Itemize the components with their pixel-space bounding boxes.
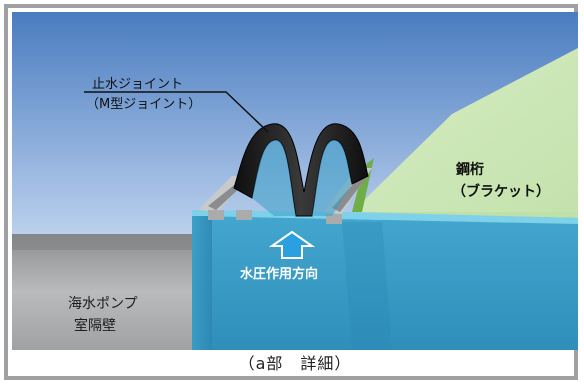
joint-leader-line [84, 91, 269, 133]
figure-caption: （a部 詳細） [238, 354, 352, 373]
partition-wall-top [12, 234, 192, 250]
joint-inner-left [252, 140, 296, 216]
detail-illustration: 止水ジョイント （M型ジョイント） 鋼桁 （ブラケット） 水圧作用方向 海水ポン… [12, 12, 578, 350]
partition-wall [12, 234, 192, 350]
wall-label-line2: 室隔壁 [74, 317, 116, 334]
girder-label-line1: 鋼桁 [455, 161, 484, 178]
rail-right-bolt [326, 214, 342, 224]
pressure-arrow-icon [268, 230, 316, 259]
figure-frame: 止水ジョイント （M型ジョイント） 鋼桁 （ブラケット） 水圧作用方向 海水ポン… [4, 4, 578, 380]
joint-label-line2: （M型ジョイント） [86, 97, 201, 112]
rail-right-groove [332, 174, 368, 212]
wall-label-line1: 海水ポンプ [68, 296, 138, 312]
wall-shadow [342, 222, 392, 350]
joint-label-line1: 止水ジョイント [92, 77, 183, 92]
rail-left-bolt [208, 210, 224, 220]
diagram-canvas: 止水ジョイント （M型ジョイント） 鋼桁 （ブラケット） 水圧作用方向 海水ポン… [12, 12, 578, 350]
rail-left-bolt-2 [236, 210, 252, 220]
pressure-direction-label: 水圧作用方向 [240, 266, 318, 282]
girder-label-line2: （ブラケット） [452, 183, 550, 200]
blue-wall-side [192, 216, 212, 350]
joint-inner-right [312, 140, 352, 216]
girder-top-face [352, 48, 578, 212]
